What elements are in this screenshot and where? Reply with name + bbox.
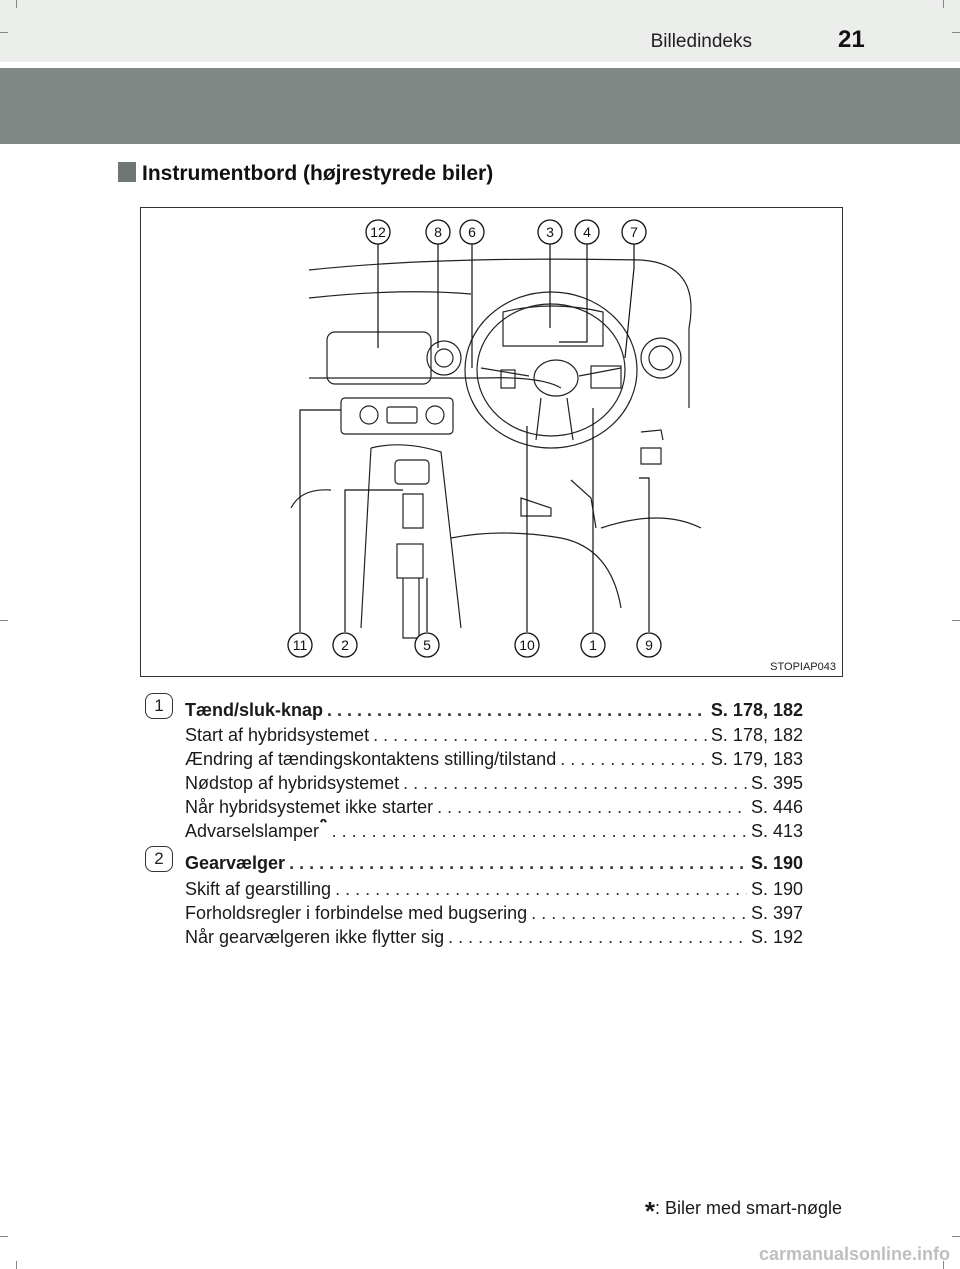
callout-label: 8 [434,224,442,240]
entry-item: Når gearvælgeren ikke flytter sig S. 192 [185,925,803,949]
callout-label: 6 [468,224,476,240]
page-reference: S. 178, 182 [710,700,803,720]
entry-item: Ændring af tændingskontaktens stilling/t… [185,747,803,771]
callout-label: 2 [341,637,349,653]
crop-mark [952,620,960,621]
entry-item: Nødstop af hybridsystemet S. 395 [185,771,803,795]
footnote-text: : Biler med smart-nøgle [654,1198,842,1218]
section-title: Instrumentbord (højrestyrede biler) [142,162,494,185]
leader-dots [327,698,707,722]
entry-number-badge: 1 [145,693,173,719]
page-reference: S. 446 [750,797,803,817]
entry-item: Start af hybridsystemet S. 178, 182 [185,723,803,747]
leader-dots [531,901,747,925]
entry-heading: Tænd/sluk-knap S. 178, 182 [185,698,803,722]
callout-label: 5 [423,637,431,653]
crop-mark [943,1261,944,1269]
page-reference: S. 413 [750,821,803,841]
entry-item-label: Forholdsregler i forbindelse med bugseri… [185,903,528,923]
entry-item-text: Advarselslamper [185,821,320,841]
entry-item-label: Skift af gearstilling [185,879,332,899]
leader-dots [403,771,747,795]
leader-dots [437,795,747,819]
entry-heading-label: Tænd/sluk-knap [185,700,324,720]
figure-code: STOPIAP043 [770,661,836,673]
crop-mark [943,0,944,8]
section-marker [118,162,136,182]
page-reference: S. 397 [750,903,803,923]
leader-dots [448,925,747,949]
callout-label: 9 [645,637,653,653]
callout-label: 4 [583,224,591,240]
callout-label: 11 [293,637,308,653]
callout-label: 3 [546,224,554,240]
entry-item: Skift af gearstilling S. 190 [185,877,803,901]
entry-heading-label: Gearvælger [185,853,286,873]
entry-item: Forholdsregler i forbindelse med bugseri… [185,901,803,925]
crop-mark [952,32,960,33]
entry-item-label: Når hybridsystemet ikke starter [185,797,434,817]
crop-mark [0,620,8,621]
entry-item-label: Advarselslamper* [185,819,328,843]
page-reference: S. 179, 183 [710,749,803,769]
footnote: *: Biler med smart-nøgle [0,1190,842,1226]
footnote-mark: * [319,819,328,835]
top-band [0,0,960,62]
crop-mark [0,32,8,33]
dashboard-drawing: 12 8 6 3 4 7 11 2 5 10 1 9 [287,219,702,658]
page-reference: S. 192 [750,927,803,947]
page-reference: S. 178, 182 [710,725,803,745]
leader-dots [289,851,747,875]
footnote-mark: * [644,1196,655,1226]
entry-item-label: Nødstop af hybridsystemet [185,773,400,793]
page-reference: S. 395 [750,773,803,793]
entry-number-badge: 2 [145,846,173,872]
page-number: 21 [838,26,865,53]
callout-label: 1 [589,637,597,653]
leader-dots [335,877,747,901]
header-gray-band [0,68,960,144]
watermark: carmanualsonline.info [758,1244,950,1264]
crop-mark [952,1236,960,1237]
crop-mark [16,1261,17,1269]
entry-item-label: Start af hybridsystemet [185,725,370,745]
leader-dots [560,747,707,771]
leader-dots [332,819,747,843]
callout-label: 10 [519,637,535,653]
crop-mark [0,1236,8,1237]
entry-item: Når hybridsystemet ikke starter S. 446 [185,795,803,819]
entry-item-label: Når gearvælgeren ikke flytter sig [185,927,445,947]
entry-heading: Gearvælger S. 190 [185,851,803,875]
entry-item-label: Ændring af tændingskontaktens stilling/t… [185,749,557,769]
header-section-title: Billedindeks [650,31,752,52]
callout-label: 12 [370,224,386,240]
crop-mark [16,0,17,8]
page-reference: S. 190 [750,853,803,873]
callout-label: 7 [630,224,638,240]
dashboard-illustration: 12 8 6 3 4 7 11 2 5 10 1 9 STOPIAP043 [140,207,843,677]
page-reference: S. 190 [750,879,803,899]
entry-item: Advarselslamper* S. 413 [185,819,803,843]
leader-dots [373,723,707,747]
